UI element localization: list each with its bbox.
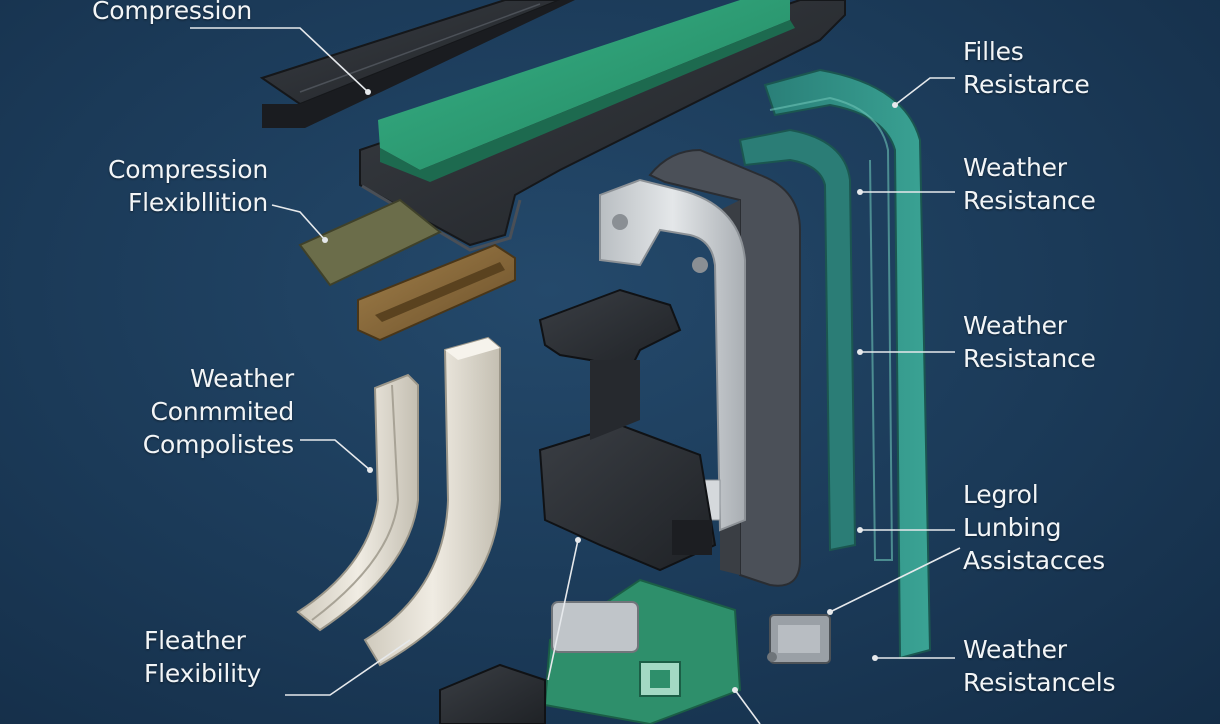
label-filles-resistance: Filles Resistarce	[963, 35, 1090, 101]
label-legrol-lunbing: Legrol Lunbing Assistacces	[963, 478, 1105, 577]
label-line: Weather	[963, 153, 1067, 182]
label-line: Compression	[92, 0, 253, 25]
label-line: Fleather	[144, 626, 246, 655]
beige-curved-strip	[296, 373, 419, 632]
label-line: Weather	[190, 364, 294, 393]
label-fleather-flexibility: Fleather Flexibility	[144, 624, 261, 690]
green-foam-channel	[359, 0, 846, 252]
label-weather-resistance-2: Weather Resistance	[963, 309, 1096, 375]
green-board-piece	[543, 578, 742, 724]
label-line: Resistance	[963, 186, 1096, 215]
label-compression-top: Compression	[92, 0, 252, 27]
label-line: Compolistes	[142, 430, 294, 459]
label-line: Weather	[963, 311, 1067, 340]
label-line: Weather	[963, 635, 1067, 664]
dark-base-block	[439, 663, 546, 724]
label-line: Lunbing	[963, 513, 1062, 542]
label-line: Resistarce	[963, 70, 1090, 99]
label-line: Compression	[107, 155, 268, 184]
label-line: Filles	[963, 37, 1024, 66]
bronze-channel	[357, 243, 516, 342]
teal-seal-frames	[738, 68, 932, 660]
metal-connector	[767, 614, 831, 664]
label-weather-resistancels: Weather Resistancels	[963, 633, 1115, 699]
leader-dots	[322, 89, 898, 693]
label-line: Legrol	[963, 480, 1039, 509]
label-weather-composites: Weather Conmmited Compolistes	[112, 362, 294, 461]
beige-square-tube	[363, 336, 501, 667]
olive-strip	[298, 198, 442, 287]
dark-seal-strip	[259, 0, 575, 128]
black-corner-bracket	[538, 288, 717, 572]
label-weather-resistance-1: Weather Resistance	[963, 151, 1096, 217]
label-line: Flexibllition	[127, 188, 268, 217]
label-line: Flexibility	[144, 659, 262, 688]
label-line: Resistance	[963, 344, 1096, 373]
leader-lines	[190, 27, 961, 724]
label-compression-flexibility: Compression Flexibllition	[80, 153, 268, 219]
label-line: Resistancels	[963, 668, 1116, 697]
label-line: Assistacces	[963, 546, 1105, 575]
label-line: Conmmited	[150, 397, 294, 426]
